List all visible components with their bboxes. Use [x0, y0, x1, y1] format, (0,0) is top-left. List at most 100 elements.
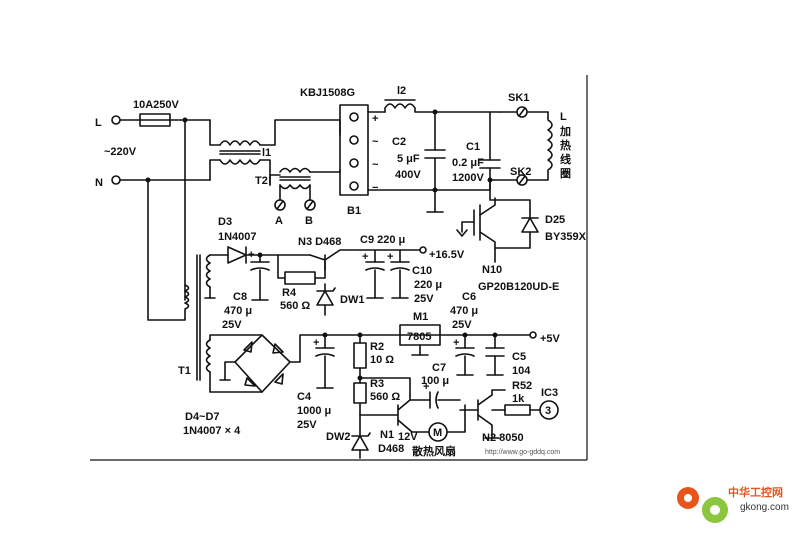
t2-wire	[269, 174, 281, 186]
ic3-pin	[539, 400, 559, 420]
junction-dot	[487, 177, 493, 183]
label-d3: D3	[218, 216, 232, 228]
t2-primary	[279, 167, 311, 173]
label-r3: R3	[370, 378, 384, 390]
label-16v: +16.5V	[429, 249, 465, 261]
fan-motor	[428, 422, 448, 442]
bridge-tilde: ~	[372, 159, 379, 171]
igbt-gate-wire	[461, 221, 475, 233]
label-fuse: 10A250V	[133, 99, 180, 111]
bridge-b1	[339, 104, 369, 196]
bridge-pin	[349, 158, 359, 168]
label-c4: C4	[297, 391, 312, 403]
c10-plate-curve	[390, 267, 410, 271]
c9-plate-curve	[365, 267, 385, 271]
junction-dot	[432, 187, 438, 193]
label-b1: B1	[347, 205, 361, 217]
terminal-n	[111, 175, 121, 185]
label-coil-cn: 线	[560, 152, 571, 166]
c9-c10-wires	[359, 249, 421, 299]
label-5v: +5V	[540, 333, 561, 345]
label-coil-cn: 热	[560, 138, 571, 152]
input-wires	[119, 119, 211, 181]
junction-dot	[462, 332, 468, 338]
t1-secondary-2	[205, 339, 211, 373]
label-coil-l: L	[560, 111, 567, 123]
terminal-b	[304, 199, 316, 211]
c8-plus: +	[248, 249, 254, 261]
terminal-16v	[419, 246, 427, 254]
gear-hole	[684, 494, 692, 502]
n-line-to-t1	[147, 179, 186, 321]
t2-out	[309, 169, 341, 173]
label-c10: C10	[412, 265, 432, 277]
label-r2-val: 10 Ω	[370, 354, 394, 366]
junction-dot	[357, 375, 363, 381]
label-r4: R4	[282, 287, 297, 299]
label-ac-voltage: ~220V	[104, 146, 137, 158]
label-c1-cap: 0.2 μF	[452, 157, 484, 169]
label-c5-val: 104	[512, 365, 531, 377]
c4-plate-curve	[315, 353, 335, 357]
label-coil-cn: 圈	[560, 167, 571, 180]
label-ic3: IC3	[541, 387, 558, 399]
c4-plus: +	[313, 337, 319, 349]
label-b: B	[305, 215, 313, 227]
label-c2-volt: 400V	[395, 169, 421, 181]
n2-ce	[459, 394, 493, 439]
label-r3-val: 560 Ω	[370, 391, 400, 403]
motor-wires	[411, 404, 466, 433]
d25-wires	[494, 209, 531, 249]
junction-dot	[322, 332, 328, 338]
c7-plus: +	[423, 381, 429, 393]
r52-wire-in	[491, 389, 506, 396]
sk1-terminal	[516, 106, 528, 118]
label-l: L	[95, 117, 102, 129]
label-d3-part: 1N4007	[218, 231, 257, 243]
sk2-terminal	[516, 174, 528, 186]
r3-resistor	[353, 382, 367, 404]
sk1-mark	[518, 107, 526, 117]
c6-c5-wires	[464, 334, 496, 376]
terminal-a	[274, 199, 286, 211]
junction-dot	[492, 332, 498, 338]
label-c4-cap: 1000 μ	[297, 405, 331, 417]
c6-plus: +	[453, 337, 459, 349]
bridge-out-wires	[224, 334, 531, 381]
label-c8-volt: 25V	[222, 319, 242, 331]
bridge-pin	[349, 112, 359, 122]
label-dw2: DW2	[326, 431, 350, 443]
t2-secondary	[279, 184, 311, 190]
label-fan-cn: 散热风扇	[412, 444, 456, 458]
c6-plate-curve	[455, 353, 475, 357]
label-t1: T1	[178, 365, 191, 377]
t2-terminals-wire	[279, 184, 311, 201]
label-c10-volt: 25V	[414, 293, 434, 305]
c7-plate-curve	[435, 391, 439, 409]
logo-domain: gkong.com	[740, 502, 789, 513]
l1-coil-top	[219, 140, 261, 146]
l1-wire-top	[209, 119, 221, 146]
label-c7: C7	[432, 362, 446, 374]
c9-plus: +	[362, 251, 368, 263]
c7-wires	[409, 394, 461, 401]
label-n10: N10	[482, 264, 502, 276]
sk2-wires	[489, 179, 531, 211]
r2-resistor	[353, 342, 367, 369]
label-bridge-part: KBJ1508G	[300, 87, 355, 99]
label-n3: N3 D468	[298, 236, 341, 248]
label-r52-val: 1k	[512, 393, 525, 405]
label-d25: D25	[545, 214, 565, 226]
bridge-diodes	[243, 341, 284, 387]
r4-resistor	[284, 271, 316, 285]
gear-hole	[710, 505, 720, 515]
terminal-a-mark	[276, 200, 284, 210]
label-c8-cap: 470 μ	[224, 305, 252, 317]
junction-dot	[432, 109, 438, 115]
label-m1: M1	[413, 311, 428, 323]
igbt-ce	[479, 197, 496, 263]
terminal-5v	[529, 331, 537, 339]
label-r4-val: 560 Ω	[280, 300, 310, 312]
label-r52: R52	[512, 380, 532, 392]
junction-dot	[357, 332, 363, 338]
